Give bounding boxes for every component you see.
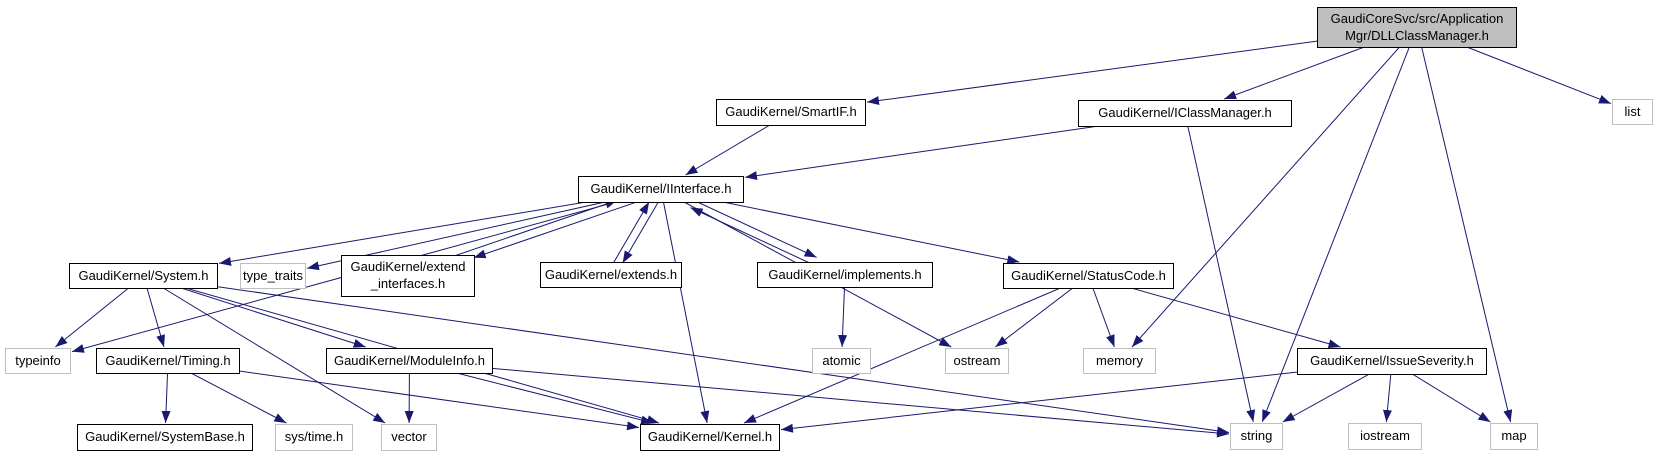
node-vector: vector (381, 424, 437, 451)
node-statuscode[interactable]: GaudiKernel/StatusCode.h (1003, 263, 1174, 289)
node-implements[interactable]: GaudiKernel/implements.h (757, 262, 933, 288)
node-atomic: atomic (812, 348, 871, 374)
node-typeinfo: typeinfo (5, 348, 71, 374)
node-issueseverity[interactable]: GaudiKernel/IssueSeverity.h (1297, 348, 1487, 375)
node-system[interactable]: GaudiKernel/System.h (69, 263, 218, 289)
node-timing[interactable]: GaudiKernel/Timing.h (96, 348, 240, 374)
edge-moduleinfo-to-string (409, 360, 1230, 438)
node-ostream: ostream (945, 348, 1009, 374)
node-iostream: iostream (1348, 423, 1422, 450)
edge-dll-to-map (1416, 27, 1513, 423)
edge-extends-to-iinterface (607, 201, 650, 274)
edge-iclassmanager-to-string (1184, 113, 1256, 423)
edge-dll-to-string (1261, 27, 1418, 423)
edge-iinterface-to-extend_interfaces (473, 192, 663, 259)
node-iinterface[interactable]: GaudiKernel/IInterface.h (578, 176, 744, 203)
edge-dll-to-memory (1131, 27, 1418, 348)
node-systime: sys/time.h (275, 424, 353, 451)
node-extends[interactable]: GaudiKernel/extends.h (540, 262, 682, 288)
node-list: list (1612, 99, 1653, 125)
node-memory: memory (1083, 348, 1156, 374)
node-moduleinfo[interactable]: GaudiKernel/ModuleInfo.h (326, 348, 493, 374)
node-string: string (1230, 423, 1283, 450)
node-type_traits: type_traits (240, 263, 306, 289)
edge-issueseverity-to-kernel (780, 361, 1393, 433)
edge-timing-to-kernel (167, 360, 640, 431)
node-extend_interfaces[interactable]: GaudiKernel/extend _interfaces.h (341, 255, 475, 297)
edge-iinterface-to-extends (622, 191, 665, 264)
edge-iinterface-to-kernel (660, 189, 710, 424)
node-dll: GaudiCoreSvc/src/Application Mgr/DLLClas… (1317, 7, 1517, 48)
node-kernel[interactable]: GaudiKernel/Kernel.h (640, 424, 780, 451)
edge-system-to-string (143, 275, 1230, 436)
edge-statuscode-to-kernel (743, 275, 1089, 424)
node-systembase[interactable]: GaudiKernel/SystemBase.h (77, 424, 253, 451)
edge-system-to-vector (143, 275, 386, 424)
node-map: map (1490, 423, 1538, 450)
node-iclassmanager[interactable]: GaudiKernel/IClassManager.h (1078, 100, 1292, 127)
node-smartif[interactable]: GaudiKernel/SmartIF.h (716, 99, 866, 126)
